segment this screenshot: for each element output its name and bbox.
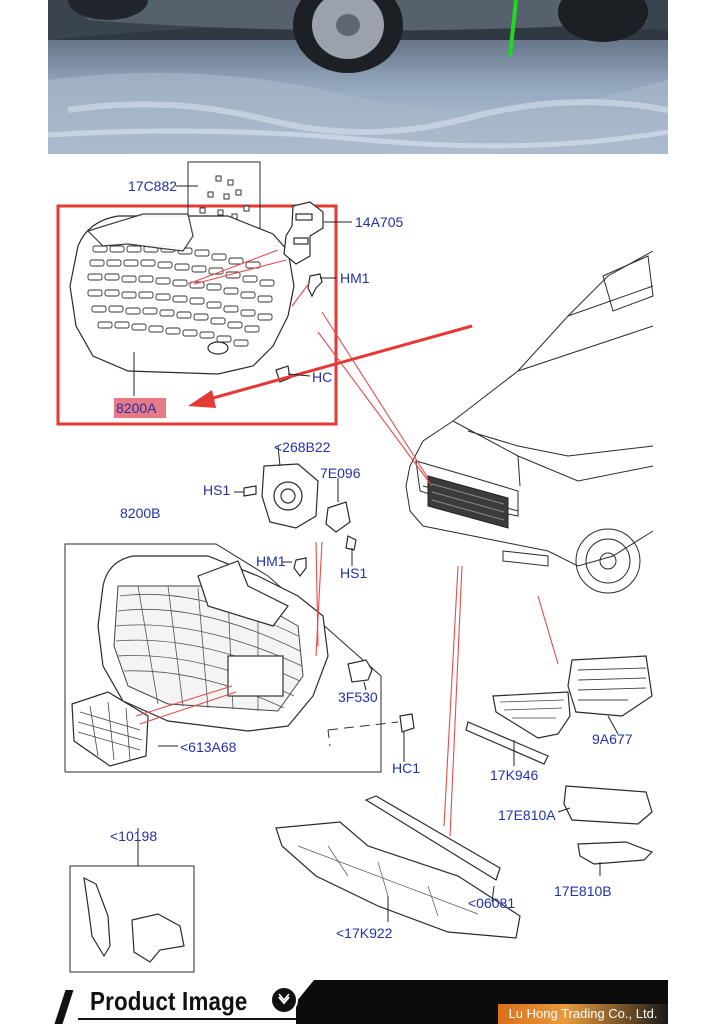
highlight-box: [56, 204, 338, 426]
part-17E810A: [563, 785, 653, 825]
callout-HM1-lower: HM1: [256, 553, 286, 569]
grille-8200B: [97, 555, 329, 732]
callout-613A68: <613A68: [180, 739, 237, 755]
part-HS1-left: [243, 485, 257, 497]
footer-underline: [78, 1018, 298, 1020]
red-leaders: [135, 249, 559, 837]
callout-8200A: 8200A: [116, 400, 157, 416]
callout-268B22: <268B22: [274, 439, 331, 455]
vehicle-photo-illustration: [48, 0, 668, 154]
callout-17C882: 17C882: [128, 178, 177, 194]
part-9A677: [567, 655, 653, 717]
callout-7E096: 7E096: [320, 465, 361, 481]
footer-title: Product Image: [90, 986, 248, 1016]
part-268B22: [261, 463, 319, 529]
part-7E096: [325, 501, 351, 533]
part-HS1-right: [345, 535, 357, 551]
callout-3F530: 3F530: [338, 689, 378, 705]
callout-HM1-top: HM1: [340, 270, 370, 286]
part-17E810B: [577, 841, 654, 865]
callout-HC: HC: [312, 369, 332, 385]
company-band: [498, 1004, 668, 1024]
part-17K922: [275, 821, 521, 939]
box-8200B: [64, 543, 382, 773]
part-613A68: [71, 691, 149, 767]
footer-banner: Product Image Lu Hong Trading Co., Ltd.: [48, 980, 668, 1024]
black-leaders: [133, 185, 619, 922]
callout-HC1: HC1: [392, 760, 420, 776]
label-highlight-8200A: [114, 398, 166, 418]
vehicle-outline: [405, 250, 654, 594]
callout-17K946: 17K946: [490, 767, 538, 783]
part-06081: [364, 795, 501, 881]
callout-14A705: 14A705: [355, 214, 403, 230]
callout-10198: <10198: [110, 828, 157, 844]
callout-17K922: <17K922: [336, 925, 393, 941]
callout-17E810A: 17E810A: [498, 807, 556, 823]
callout-06081: <06081: [468, 895, 515, 911]
part-14A705: [283, 201, 324, 265]
part-HM1-top: [307, 273, 323, 298]
grille-8200A: [69, 213, 295, 375]
footer-accent-bar: [54, 990, 74, 1024]
part-17K946: [465, 691, 571, 765]
parts-diagram: 17C882 14A705 HM1 HC 8200A <268B22 7E096…: [56, 161, 654, 973]
vehicle-photo: [48, 0, 668, 154]
part-HC1: [399, 713, 415, 733]
callout-HS1-left: HS1: [203, 482, 230, 498]
callout-HS1-right: HS1: [340, 565, 367, 581]
callout-17E810B: 17E810B: [554, 883, 612, 899]
part-HM1-lower: [293, 557, 307, 577]
check-circle-icon: [270, 986, 298, 1014]
box-10198: [69, 865, 195, 973]
part-3F530: [347, 659, 373, 683]
part-10198: [83, 876, 185, 963]
company-name: Lu Hong Trading Co., Ltd.: [508, 1006, 658, 1021]
red-arrow: [188, 324, 473, 408]
callout-8200B: 8200B: [120, 505, 160, 521]
callout-9A677: 9A677: [592, 731, 633, 747]
